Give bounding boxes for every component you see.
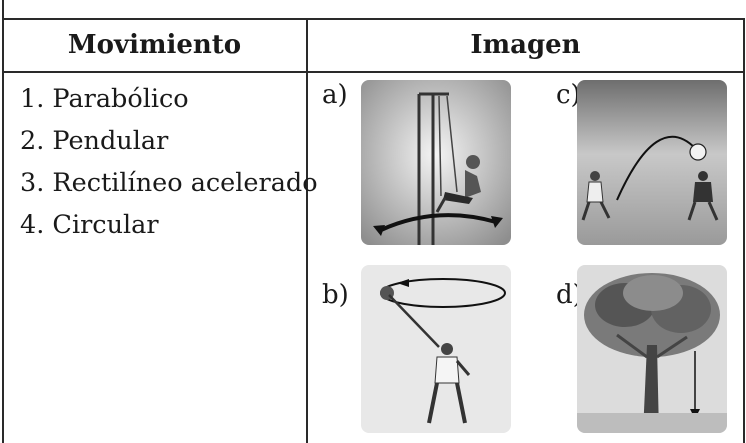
swing-pendulum-illustration: [361, 80, 511, 245]
list-item: 2. Pendular: [20, 126, 169, 156]
soccer-ball-parabola-illustration: [577, 80, 727, 245]
list-item: 4. Circular: [20, 210, 159, 240]
header-image: Imagen: [470, 30, 581, 60]
image-label-a: a): [322, 80, 348, 110]
table-border-left: [2, 0, 4, 443]
table-border-right: [743, 18, 745, 443]
falling-fruit-tree-illustration: [577, 265, 727, 433]
list-item: 1. Parabólico: [20, 84, 189, 114]
image-label-b: b): [322, 280, 349, 310]
table-border-top: [2, 18, 745, 20]
header-movement: Movimiento: [67, 30, 242, 60]
table-header-divider: [2, 71, 745, 73]
movement-list: 1. Parabólico 2. Pendular 3. Rectilíneo …: [20, 78, 318, 246]
circular-swing-rope-illustration: [361, 265, 511, 433]
image-label-c: c): [556, 80, 581, 110]
table-divider-col: [306, 18, 308, 443]
list-item: 3. Rectilíneo acelerado: [20, 168, 318, 198]
